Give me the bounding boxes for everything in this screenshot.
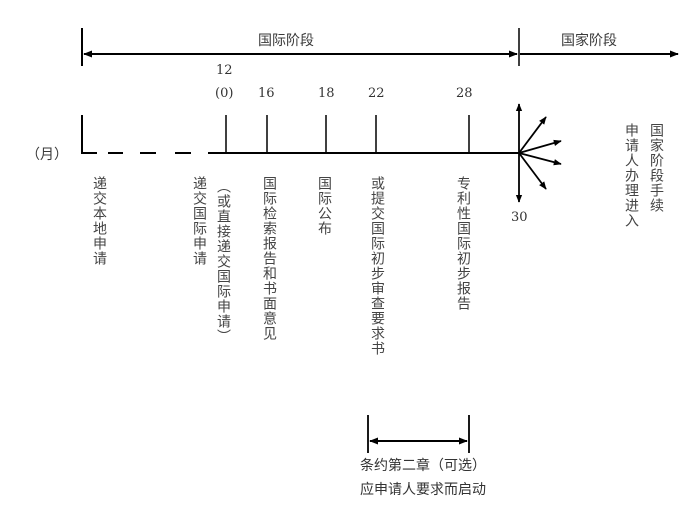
chapter2-note-line1: 条约第二章（可选） (360, 458, 486, 474)
national-phase-label: 国家阶段 (561, 33, 617, 49)
tick-12-label: 12 (216, 63, 233, 78)
tick-30-label: 30 (511, 210, 528, 225)
international-phase-label: 国际阶段 (258, 33, 314, 49)
event-publication: 国际公布 (316, 176, 332, 236)
event-prelim-report: 专利性国际初步报告 (455, 176, 471, 311)
event-local-filing: 递交本地申请 (91, 176, 107, 266)
unit-label: （月） (26, 147, 68, 163)
event-intl-filing: 递交国际申请 (191, 176, 207, 266)
event-prelim-exam-demand: 或提交国际初步审查要求书 (369, 176, 385, 356)
chapter2-note-line2: 应申请人要求而启动 (360, 482, 486, 498)
tick-22-label: 22 (368, 86, 385, 101)
chapter2-range (367, 415, 470, 453)
event-national-procedures: 国家阶段手续 (648, 123, 664, 213)
timeline-axis (81, 115, 519, 154)
event-direct-intl-filing: （或直接递交国际申请） (215, 179, 231, 344)
national-entry-arrows (515, 103, 562, 203)
tick-16-label: 16 (258, 86, 275, 101)
tick-18-label: 18 (318, 86, 335, 101)
tick-28-label: 28 (456, 86, 473, 101)
event-applicant-enters: 申请人办理进入 (623, 123, 639, 228)
phase-bar (81, 28, 679, 66)
tick-12-zero-label: (0) (215, 86, 234, 101)
event-search-report: 国际检索报告和书面意见 (261, 176, 277, 341)
